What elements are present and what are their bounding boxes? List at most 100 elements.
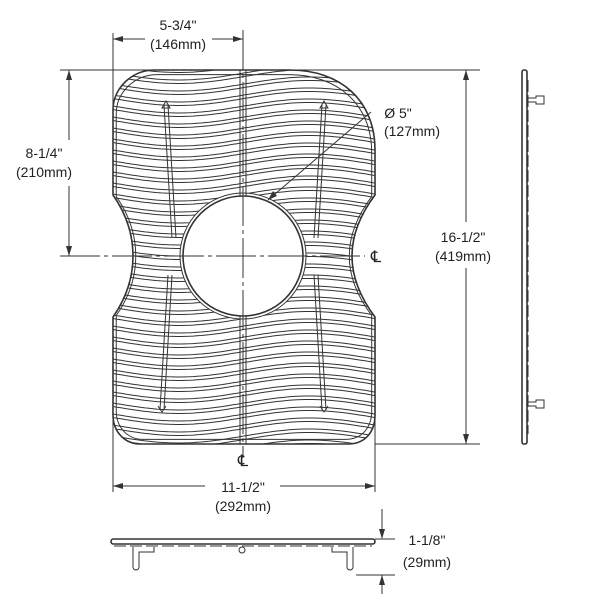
wave-bar-line bbox=[113, 208, 375, 224]
wave-bar-line bbox=[113, 267, 375, 282]
half-length-dimension bbox=[66, 70, 72, 256]
half-length-metric: (210mm) bbox=[16, 164, 72, 180]
grid-inner-outline bbox=[115, 74, 373, 440]
centerlines bbox=[60, 30, 365, 458]
wave-bar-line bbox=[113, 164, 375, 180]
grid-front-view bbox=[110, 538, 376, 571]
grid-top-view bbox=[105, 55, 385, 445]
wave-bar-line bbox=[113, 98, 375, 114]
wave-bar-line bbox=[113, 278, 375, 293]
wave-bar-line bbox=[113, 406, 375, 422]
wave-bar-line bbox=[113, 384, 375, 400]
wave-bar-line bbox=[113, 362, 375, 378]
half-width-metric: (146mm) bbox=[150, 36, 206, 52]
wave-bar-line bbox=[113, 439, 375, 444]
centerline-symbol-horizontal: ℄ bbox=[370, 249, 382, 266]
wave-bar-line bbox=[113, 135, 375, 150]
wave-bar-line bbox=[113, 355, 375, 370]
wave-bar-line bbox=[113, 230, 375, 246]
wave-bar-line bbox=[105, 55, 385, 69]
wave-bar-line bbox=[113, 186, 375, 202]
height-imperial: 1-1/8" bbox=[409, 532, 446, 548]
wave-bar-line bbox=[113, 296, 375, 312]
wave-bar-line bbox=[113, 131, 375, 147]
wave-bar-line bbox=[113, 373, 375, 389]
wave-bar-line bbox=[113, 234, 375, 249]
wave-bar-line bbox=[113, 344, 375, 359]
grid-side-view bbox=[521, 69, 545, 445]
half-length-imperial: 8-1/4" bbox=[26, 145, 63, 161]
wave-bar-line bbox=[113, 175, 375, 191]
wave-bar-line bbox=[113, 329, 375, 345]
wave-bar-line bbox=[113, 351, 375, 367]
wave-bar-line bbox=[113, 322, 375, 337]
wave-bar-line bbox=[113, 256, 375, 271]
wave-bar-line bbox=[113, 377, 375, 392]
wave-bar-line bbox=[113, 124, 375, 139]
centerline-symbol-vertical: ℄ bbox=[237, 453, 249, 470]
wave-bar-line bbox=[113, 70, 375, 81]
wave-bars bbox=[105, 55, 385, 444]
wave-bar-line bbox=[113, 428, 375, 444]
wave-bar-line bbox=[113, 318, 375, 334]
half-width-dimension bbox=[112, 33, 243, 110]
wave-bar-line bbox=[113, 289, 375, 304]
wave-bar-line bbox=[113, 252, 375, 268]
wave-bar-line bbox=[113, 241, 375, 257]
wave-bar-line bbox=[113, 102, 375, 117]
wave-bar-line bbox=[113, 109, 375, 125]
wave-bar-line bbox=[113, 307, 375, 323]
width-imperial: 11-1/2" bbox=[221, 479, 265, 495]
wave-bar-line bbox=[113, 417, 375, 433]
wave-bar-line bbox=[113, 91, 375, 106]
length-metric: (419mm) bbox=[435, 248, 491, 264]
wave-bar-line bbox=[113, 70, 375, 73]
wave-bar-line bbox=[113, 421, 375, 436]
wave-bar-line bbox=[113, 300, 375, 315]
hole-diameter-imperial: Ø 5" bbox=[384, 105, 412, 121]
right-support-rail bbox=[313, 104, 327, 411]
wave-bar-line bbox=[113, 190, 375, 205]
height-metric: (29mm) bbox=[403, 554, 451, 570]
length-imperial: 16-1/2" bbox=[441, 229, 486, 245]
wave-bar-line bbox=[113, 388, 375, 403]
wave-bar-line bbox=[113, 285, 375, 301]
hole-diameter-metric: (127mm) bbox=[384, 123, 440, 139]
grid-outline bbox=[112, 69, 376, 445]
left-support-rail bbox=[159, 104, 177, 411]
half-width-imperial: 5-3/4" bbox=[160, 17, 197, 33]
wave-bar-line bbox=[113, 70, 375, 84]
wave-bar-line bbox=[113, 274, 375, 290]
height-dimension bbox=[356, 509, 395, 594]
wave-bar-line bbox=[113, 395, 375, 411]
wave-bar-line bbox=[113, 263, 375, 279]
wave-bar-line bbox=[113, 245, 375, 260]
wave-bar-line bbox=[113, 219, 375, 235]
width-metric: (292mm) bbox=[215, 498, 271, 514]
wave-bar-line bbox=[113, 223, 375, 238]
wave-bar-line bbox=[113, 212, 375, 227]
wave-bar-line bbox=[113, 340, 375, 356]
wave-bar-line bbox=[113, 157, 375, 172]
wave-bar-line bbox=[113, 153, 375, 169]
wave-bar-line bbox=[113, 113, 375, 128]
wave-bar-line bbox=[113, 399, 375, 414]
center-spine bbox=[239, 70, 247, 444]
wave-bar-line bbox=[113, 311, 375, 326]
wave-bar-line bbox=[113, 197, 375, 213]
wave-bar-line bbox=[113, 333, 375, 348]
wave-bar-line bbox=[113, 179, 375, 194]
wave-bar-line bbox=[113, 410, 375, 425]
wave-bar-line bbox=[113, 201, 375, 216]
wave-bar-line bbox=[113, 142, 375, 158]
wave-bar-line bbox=[113, 87, 375, 103]
length-dimension bbox=[463, 70, 469, 444]
foot-markers bbox=[157, 99, 329, 413]
wave-bar-line bbox=[113, 168, 375, 183]
hole-diameter-leader bbox=[267, 111, 372, 201]
width-dimension bbox=[112, 420, 376, 492]
wave-bar-line bbox=[113, 120, 375, 136]
wave-bar-line bbox=[113, 366, 375, 381]
